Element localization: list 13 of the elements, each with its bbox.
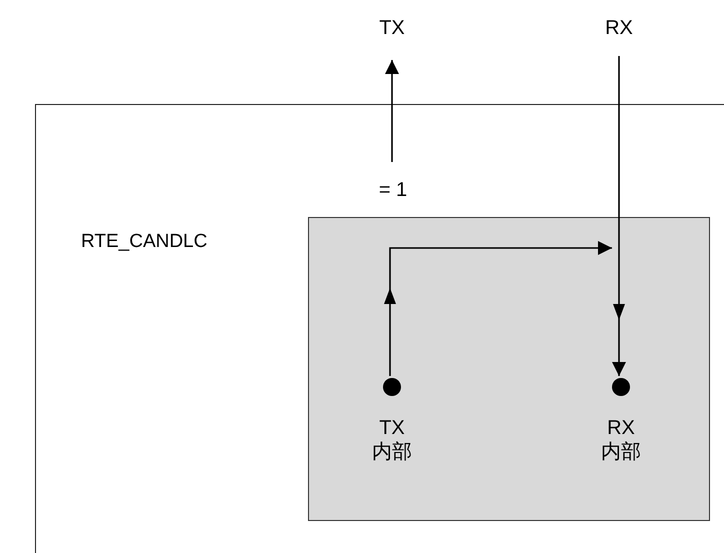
module-box	[35, 104, 724, 553]
terminal-dot	[612, 378, 630, 396]
terminal-dot	[383, 378, 401, 396]
module-name: RTE_CANDLC	[81, 231, 208, 253]
internal-block	[308, 217, 710, 521]
signal-label: RX	[599, 14, 639, 42]
arrow	[385, 60, 399, 162]
terminal-label: RX 内部	[600, 416, 642, 464]
value-label: = 1	[373, 177, 413, 203]
arrow	[384, 241, 612, 376]
terminal-label: TX 内部	[371, 416, 413, 464]
signal-label: TX	[372, 14, 412, 42]
arrow	[612, 56, 626, 376]
